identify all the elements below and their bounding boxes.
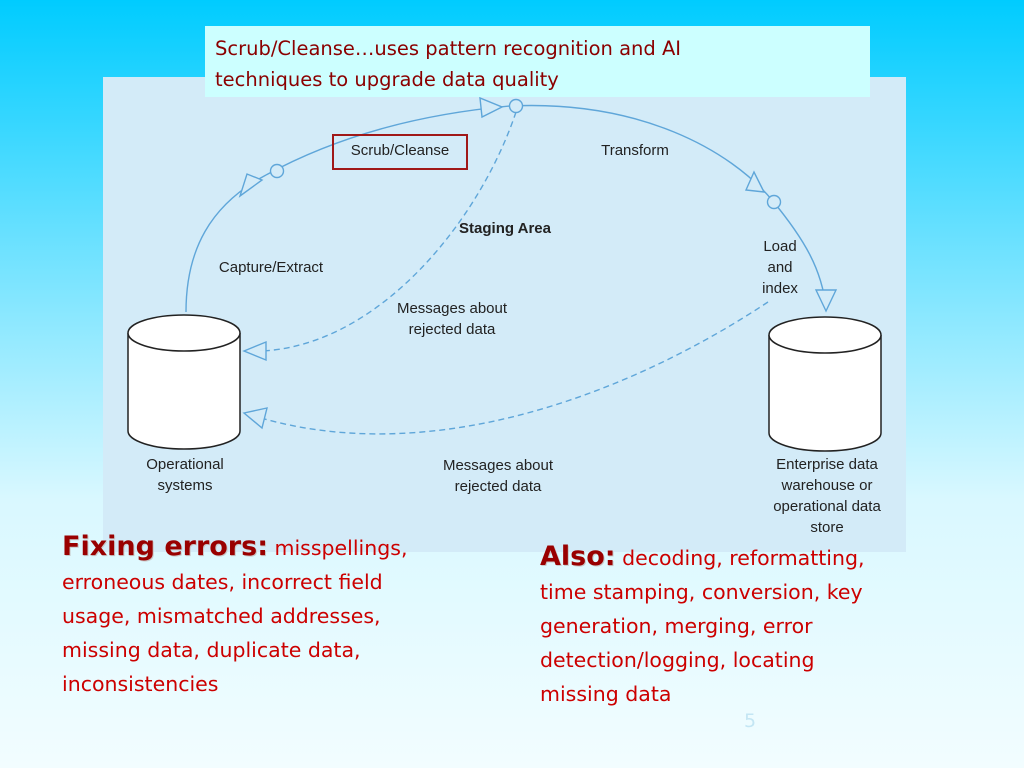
scrub-node [508,98,524,114]
messages-upper-line2: rejected data [408,321,496,338]
page-number: 5 [744,710,757,732]
operational-line1: Operational [146,456,224,473]
staging-area-label: Staging Area [459,220,551,237]
lower-reject-dashed [247,301,769,435]
also-first-rest: decoding, reformatting, [615,546,865,570]
fixing-errors-keyword: Fixing errors: [62,531,268,562]
also-line2: time stamping, conversion, key [540,580,863,604]
lower-reject-arrowhead [242,407,268,430]
fixing-errors-line5: inconsistencies [62,672,219,696]
also-paragraph: Also: decoding, reformatting, time stamp… [540,540,980,711]
scrub-arc [265,105,511,176]
upper-reject-arrowhead [242,340,267,362]
enterprise-store-label: Enterprise data warehouse or operational… [750,454,904,538]
fixing-errors-first-rest: misspellings, [268,536,408,560]
fixing-errors-line4: missing data, duplicate data, [62,638,361,662]
scrub-cleanse-callout: Scrub/Cleanse…uses pattern recognition a… [205,26,870,97]
enterprise-store-cylinder [768,316,882,452]
messages-lower-line2: rejected data [454,478,542,495]
index-text: index [762,280,798,297]
also-line3: generation, merging, error [540,614,813,638]
callout-line1: Scrub/Cleanse…uses pattern recognition a… [215,37,682,60]
messages-upper-label: Messages about rejected data [372,298,532,340]
scrub-arrowhead [479,96,504,119]
fixing-errors-paragraph: Fixing errors: misspellings, erroneous d… [62,530,482,701]
fixing-errors-first-line: Fixing errors: misspellings, [62,530,482,565]
messages-lower-label: Messages about rejected data [418,455,578,497]
capture-extract-arc [185,174,267,313]
fixing-errors-line3: usage, mismatched addresses, [62,604,381,628]
operational-line2: systems [157,477,213,494]
transform-label: Transform [601,142,669,159]
capture-arrowhead [238,173,264,198]
upper-reject-dashed [261,111,517,352]
enterprise-line1: Enterprise data [776,456,878,473]
and-text: and [767,259,793,276]
also-keyword: Also: [540,541,616,572]
enterprise-line2: warehouse or [781,477,873,494]
diagram-panel [103,77,906,552]
load-index-label: Load and index [745,236,815,299]
also-line5: missing data [540,682,672,706]
scrub-cleanse-highlight [332,134,468,170]
operational-systems-cylinder [127,314,241,450]
messages-lower-line1: Messages about [442,457,554,474]
messages-upper-line1: Messages about [396,300,508,317]
also-line4: detection/logging, locating [540,648,815,672]
capture-extract-label: Capture/Extract [218,259,324,276]
capture-node [269,163,285,179]
enterprise-line4: store [810,519,844,536]
operational-systems-label: Operational systems [120,454,250,496]
enterprise-line3: operational data [773,498,881,515]
transform-node [766,194,782,210]
fixing-errors-line2: erroneous dates, incorrect field [62,570,383,594]
load-arrowhead [814,289,838,313]
scrub-cleanse-label: Scrub/Cleanse [350,142,450,159]
also-first-line: Also: decoding, reformatting, [540,540,980,575]
callout-line2: techniques to upgrade data quality [215,68,559,91]
transform-arrowhead [744,170,766,193]
load-text: Load [763,238,797,255]
